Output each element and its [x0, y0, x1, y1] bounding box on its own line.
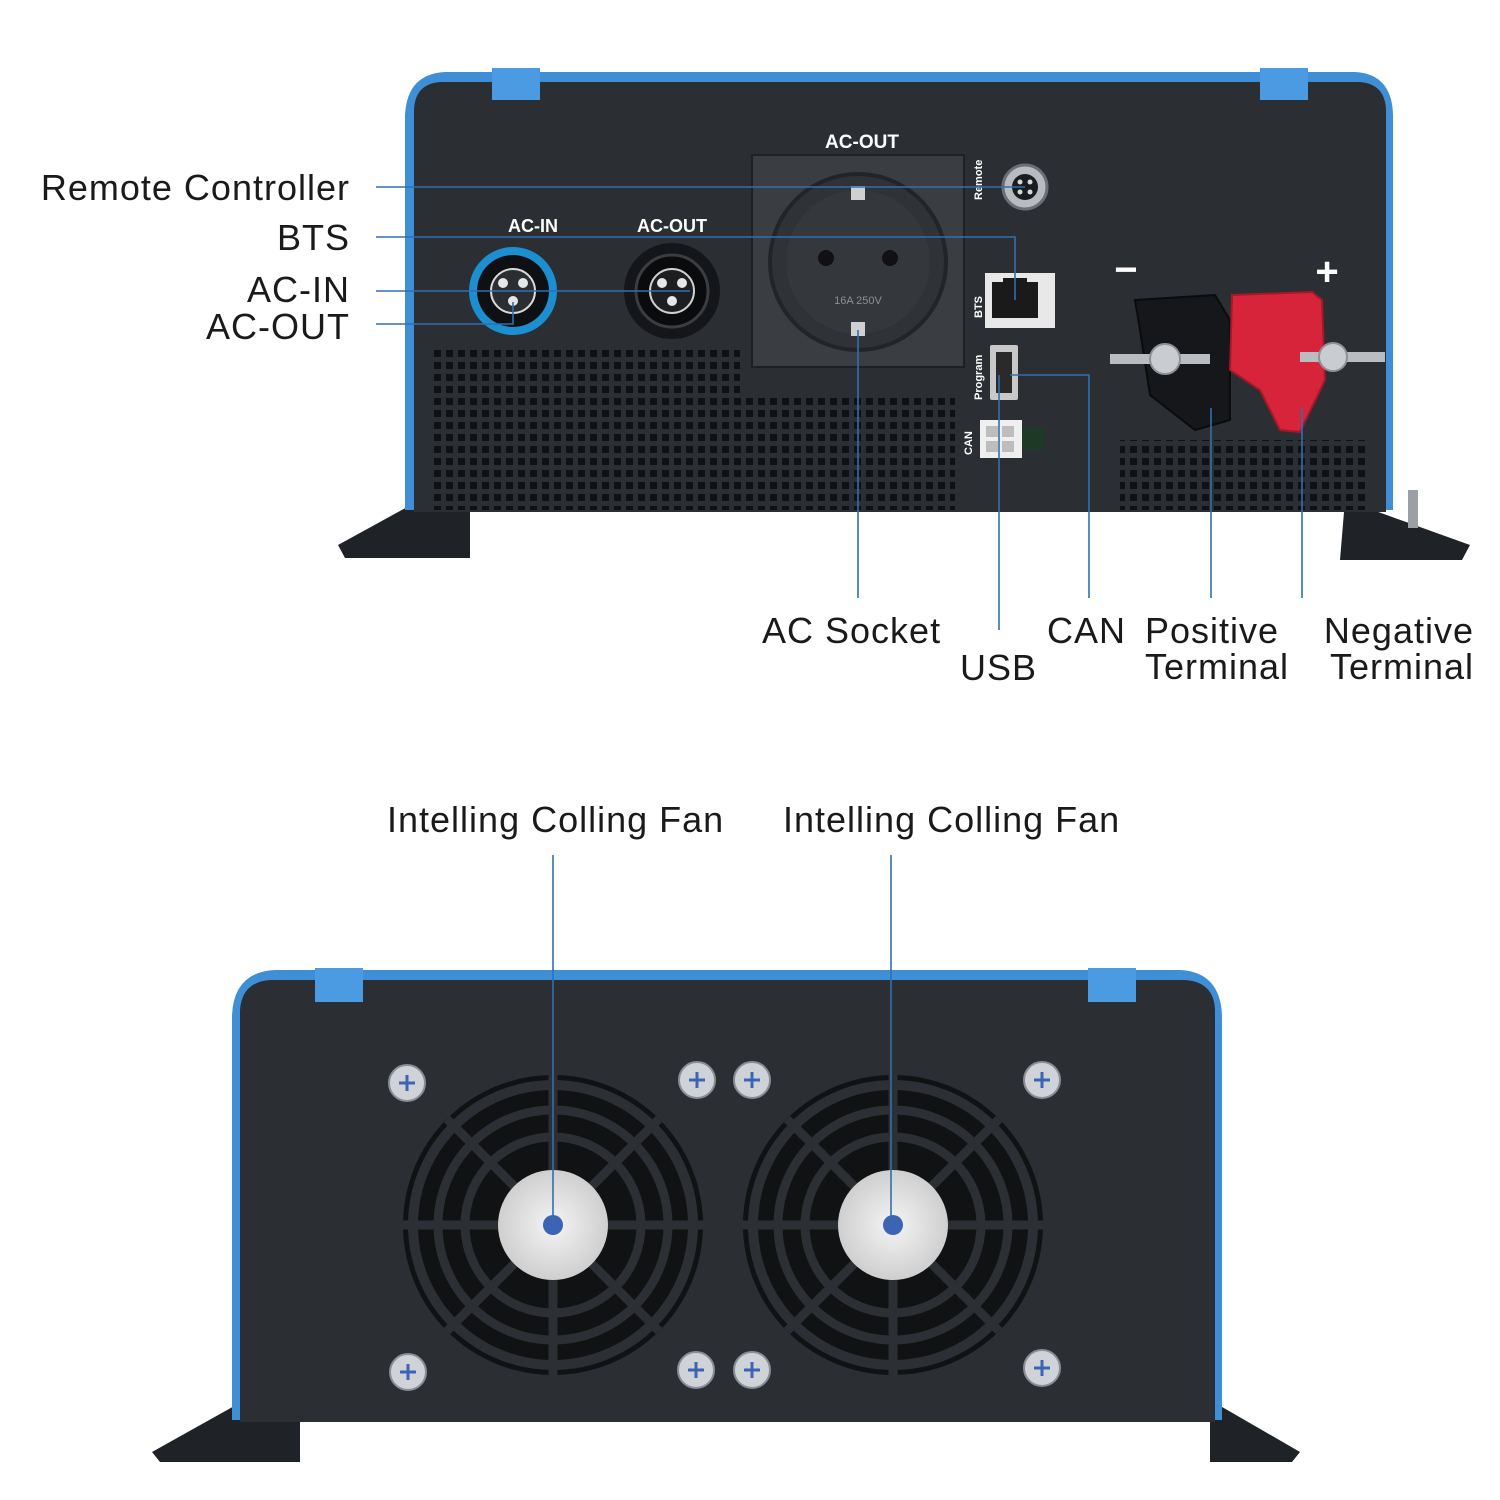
label-program: Program [973, 355, 985, 400]
label-ac-in: AC-IN [508, 216, 558, 236]
label-ac-out-connector: AC-OUT [637, 216, 707, 236]
screw-icon [733, 1351, 771, 1389]
callout-fan-right: Intelling Colling Fan [783, 799, 1121, 840]
top-unit: AC-IN AC-OUT AC-OUT [338, 68, 1470, 630]
screw-icon [1023, 1061, 1061, 1099]
screw-icon [388, 1064, 426, 1102]
callout-ac-out: AC-OUT [206, 306, 350, 347]
screws [388, 1061, 1061, 1391]
screw-icon [677, 1351, 715, 1389]
left-foot [338, 500, 470, 558]
positive-terminal-cover [1228, 290, 1385, 434]
screw-icon [1023, 1349, 1061, 1387]
fan-right [743, 1075, 1043, 1375]
callout-remote-controller: Remote Controller [40, 167, 350, 208]
label-remote: Remote [973, 160, 985, 200]
ground-bolt [1408, 490, 1418, 528]
screw-icon [678, 1061, 716, 1099]
negative-terminal-cover [1110, 293, 1231, 432]
callout-bts: BTS [276, 217, 350, 258]
plus-symbol: + [1315, 250, 1338, 294]
can-port [980, 420, 1044, 458]
callout-negative-terminal: Negative Terminal [1323, 610, 1474, 687]
screw-icon [733, 1061, 771, 1099]
socket-rating: 16A 250V [834, 295, 882, 307]
corner-tab-right-bottom [1088, 968, 1136, 1002]
leader-lines-bottom [552, 855, 892, 1225]
label-can: CAN [963, 431, 975, 455]
callout-can: CAN [1047, 610, 1127, 651]
corner-tab-left [492, 68, 540, 100]
leader-lines-top [376, 186, 1303, 630]
right-foot [1340, 500, 1470, 560]
right-foot-bottom [1210, 1400, 1300, 1462]
vent-grid-center [595, 395, 955, 510]
fan-panel [240, 980, 1215, 1422]
minus-symbol: − [1114, 248, 1137, 292]
corner-tab-left-bottom [315, 968, 363, 1002]
callout-positive-terminal: Positive Terminal [1145, 610, 1290, 687]
callout-usb: USB [960, 647, 1038, 688]
corner-tab-right [1260, 68, 1308, 100]
callout-fan-left: Intelling Colling Fan [387, 799, 725, 840]
vent-grid-right [1120, 440, 1370, 510]
bts-port [985, 273, 1055, 328]
label-bts: BTS [973, 296, 985, 318]
usb-port [990, 345, 1018, 400]
label-ac-out-socket: AC-OUT [825, 132, 899, 153]
screw-icon [389, 1353, 427, 1391]
callout-ac-in: AC-IN [247, 269, 350, 310]
bottom-unit [152, 855, 1300, 1462]
callout-ac-socket: AC Socket [762, 610, 942, 651]
